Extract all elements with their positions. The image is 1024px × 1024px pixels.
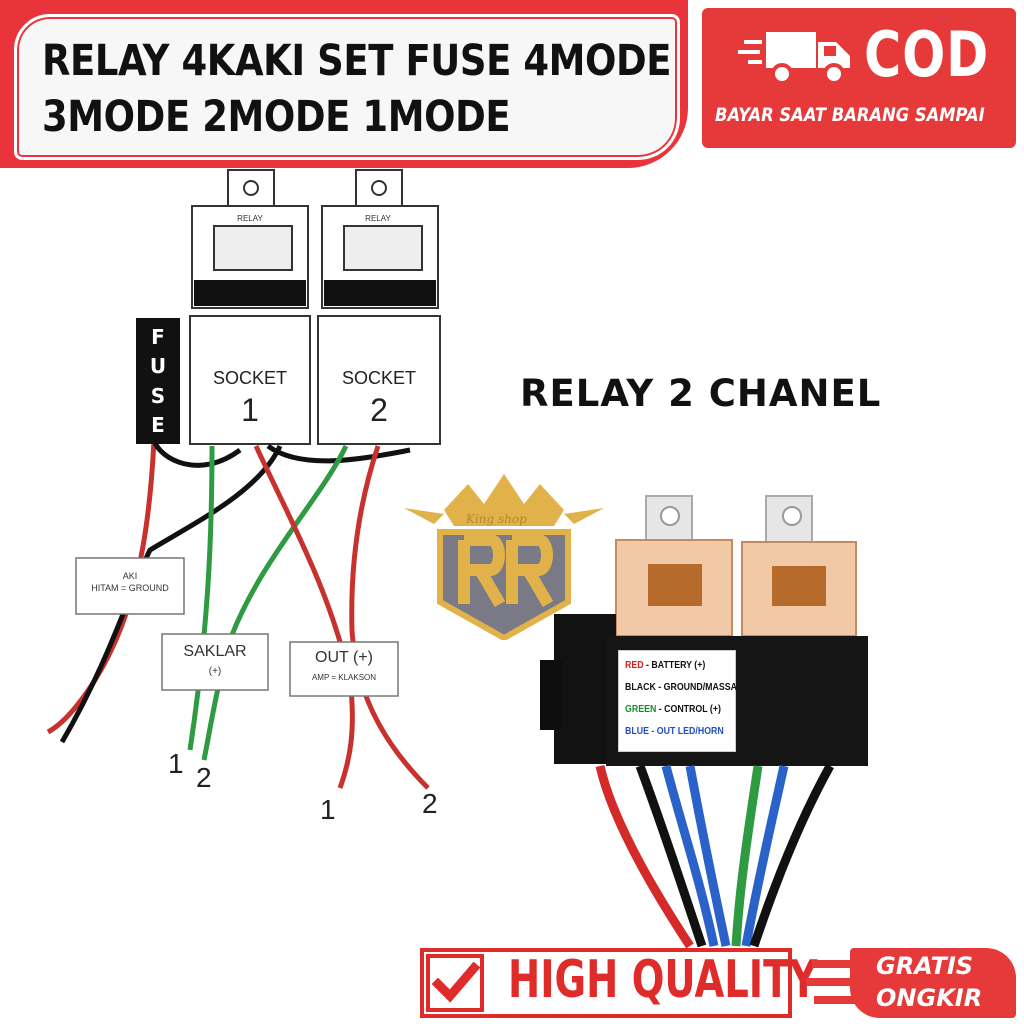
speed-lines-icon <box>806 960 856 1004</box>
wire-red-aki <box>46 439 157 735</box>
cod-title: COD <box>864 18 990 91</box>
wire-green-number-2: 2 <box>196 762 212 793</box>
legend-color-green: GREEN <box>625 704 657 715</box>
relay-cap-label-2: RELAY <box>365 214 391 223</box>
fuse-letter: E <box>151 413 165 438</box>
relay-cap-label-1: RELAY <box>237 214 263 223</box>
relay-heading: RELAY 2 CHANEL <box>520 372 882 415</box>
aki-box <box>75 557 185 615</box>
wire-red-number-2: 2 <box>422 788 438 819</box>
free-shipping-line1: GRATIS <box>876 952 974 980</box>
cod-badge <box>702 8 1016 148</box>
free-shipping-badge <box>850 948 1016 1018</box>
cod-subtitle: BAYAR SAAT BARANG SAMPAI <box>715 104 985 126</box>
socket-2-number: 2 <box>370 392 388 428</box>
wire-red-out-2 <box>349 445 430 790</box>
legend-desc-green: - CONTROL (+) <box>656 704 721 715</box>
socket-2-label: SOCKET <box>341 368 416 388</box>
wire-green-2 <box>201 444 349 761</box>
saklar-label-line2: (+) <box>208 666 222 677</box>
legend-row-black: BLACK - GROUND/MASSA <box>625 677 737 699</box>
free-shipping-line2: ONGKIR <box>876 984 983 1012</box>
legend-desc-blue: - OUT LED/HORN <box>648 726 724 737</box>
delivery-truck-icon <box>738 32 850 85</box>
wire-green-1 <box>187 445 215 751</box>
legend-desc-red: - BATTERY (+) <box>643 660 706 671</box>
wire-color-legend: RED - BATTERY (+) BLACK - GROUND/MASSA G… <box>618 650 737 752</box>
aki-label: AKI HITAM = GROUND <box>78 570 182 594</box>
check-icon <box>426 954 484 1012</box>
title-line-2: 3MODE 2MODE 1MODE <box>42 92 511 142</box>
fuse-letter: F <box>151 324 165 349</box>
crown-logo-icon <box>404 474 604 640</box>
wire-red-number-1: 1 <box>320 794 336 825</box>
wire-black-loop <box>151 439 242 468</box>
saklar-box <box>161 633 269 691</box>
legend-desc-black: - GROUND/MASSA <box>655 682 737 693</box>
relay-cap-1 <box>191 169 309 309</box>
wire-green-number-1: 1 <box>168 748 184 779</box>
fuse-block: F U S E <box>136 318 180 444</box>
socket-1 <box>189 315 311 445</box>
legend-row-red: RED - BATTERY (+) <box>625 655 717 677</box>
aki-label-line1: AKI <box>122 571 138 581</box>
fuse-letter: S <box>150 383 166 408</box>
aki-label-line2: HITAM = GROUND <box>91 583 169 593</box>
wire-black-ground <box>59 444 283 744</box>
wire-red-out-1 <box>253 444 355 789</box>
high-quality-text: HIGH QUALITY <box>508 950 818 1010</box>
title-line-1: RELAY 4KAKI SET FUSE 4MODE <box>42 36 672 86</box>
legend-color-black: BLACK <box>625 682 656 693</box>
socket-1-label: SOCKET <box>212 368 287 388</box>
saklar-label-line1: SAKLAR <box>183 643 247 660</box>
out-box <box>289 641 399 697</box>
wiring-diagram <box>46 169 441 790</box>
relay-cap-2 <box>321 169 439 309</box>
socket-1-number: 1 <box>241 392 259 428</box>
out-label: OUT (+) AMP = KLAKSON <box>292 648 396 688</box>
title-panel <box>14 14 680 160</box>
wire-black-bridge <box>266 443 411 464</box>
out-label-line2: AMP = KLAKSON <box>311 673 377 682</box>
legend-color-red: RED <box>625 660 644 671</box>
watermark-text: King shop <box>466 512 527 526</box>
legend-row-green: GREEN - CONTROL (+) <box>625 699 721 721</box>
saklar-label: SAKLAR (+) <box>164 642 266 682</box>
legend-color-blue: BLUE <box>625 726 649 737</box>
legend-row-blue: BLUE - OUT LED/HORN <box>625 721 724 743</box>
socket-2 <box>317 315 441 445</box>
fuse-letter: U <box>149 354 167 379</box>
out-label-line1: OUT (+) <box>315 649 373 666</box>
